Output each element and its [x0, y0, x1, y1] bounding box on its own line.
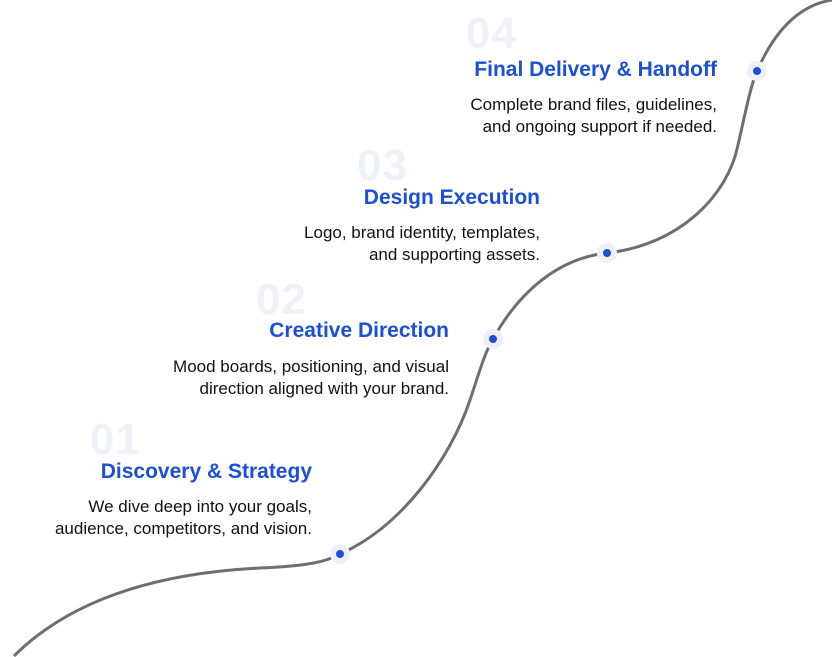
step-dot-4 — [747, 61, 767, 81]
step-title: Creative Direction — [269, 319, 449, 342]
step-title: Discovery & Strategy — [100, 460, 312, 483]
step-description: We dive deep into your goals, audience, … — [55, 496, 312, 540]
desc-line: audience, competitors, and vision. — [54, 519, 312, 538]
step-description: Complete brand files, guidelines, and on… — [470, 94, 717, 138]
step-description: Logo, brand identity, templates, and sup… — [304, 222, 540, 266]
step-number: 04 — [466, 9, 517, 58]
step-number: 01 — [90, 415, 141, 464]
desc-line: We dive deep into your goals, — [88, 497, 312, 516]
step-title: Design Execution — [363, 186, 540, 209]
desc-line: Mood boards, positioning, and visual — [173, 357, 449, 376]
desc-line: and ongoing support if needed. — [482, 117, 717, 136]
step-dot-2 — [483, 329, 503, 349]
step-dot-3 — [597, 243, 617, 263]
step-dot-1 — [330, 544, 350, 564]
desc-line: Logo, brand identity, templates, — [304, 223, 540, 242]
step-number: 02 — [256, 275, 307, 324]
desc-line: direction aligned with your brand. — [199, 379, 449, 398]
desc-line: and supporting assets. — [368, 245, 540, 264]
step-title: Final Delivery & Handoff — [474, 58, 717, 81]
desc-line: Complete brand files, guidelines, — [470, 95, 717, 114]
step-description: Mood boards, positioning, and visual dir… — [173, 356, 449, 400]
step-number: 03 — [357, 141, 408, 190]
